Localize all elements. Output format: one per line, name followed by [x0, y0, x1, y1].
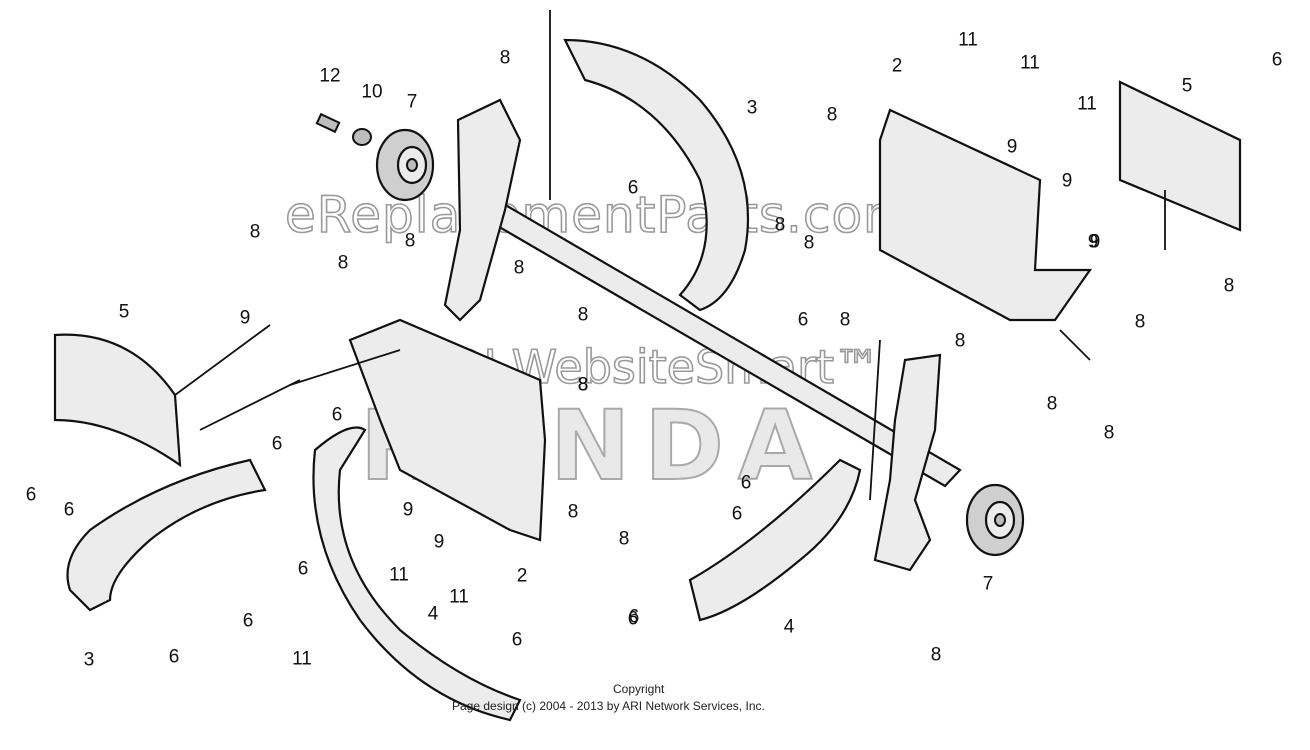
callout-label: 8: [1223, 275, 1235, 297]
callout-label: 11: [449, 586, 469, 608]
callout-label: 7: [982, 573, 994, 595]
lower-right-auger-blade: [688, 458, 862, 622]
callout-label: 9: [1061, 170, 1073, 192]
callout-label: 8: [930, 644, 942, 666]
callout-label: 8: [499, 47, 511, 69]
callout-label: 8: [954, 330, 966, 352]
lower-bearing: [965, 483, 1025, 557]
callout-label: 8: [404, 230, 416, 252]
callout-label: 6: [511, 629, 523, 651]
callout-label: 5: [1181, 75, 1193, 97]
callout-label: 6: [627, 608, 639, 630]
callout-label: 8: [337, 252, 349, 274]
center-housing: [348, 318, 547, 542]
callout-label: 6: [628, 606, 640, 628]
callout-label: 12: [319, 65, 341, 87]
callout-label: 4: [427, 603, 439, 625]
callout-label: 8: [803, 232, 815, 254]
upper-auger-blade: [563, 38, 750, 312]
callout-label: 11: [1077, 93, 1097, 115]
callout-label: 8: [513, 257, 525, 279]
callout-label: 9: [433, 531, 445, 553]
copyright-line-1: Copyright: [613, 682, 665, 696]
copyright-line-2: Page design (c) 2004 - 2013 by ARI Netwo…: [452, 699, 765, 713]
callout-label: 2: [891, 55, 903, 77]
callout-label: 6: [242, 610, 254, 632]
callout-label: 11: [958, 29, 978, 51]
callout-label: 2: [516, 565, 528, 587]
callout-label: 9: [239, 307, 251, 329]
callout-label: 8: [1134, 311, 1146, 333]
callout-label: 6: [297, 558, 309, 580]
callout-label: 6: [797, 309, 809, 331]
lower-left-auger-blade: [66, 458, 267, 612]
callout-label: 11: [389, 564, 409, 586]
callout-label: 6: [331, 404, 343, 426]
callout-label: 8: [839, 309, 851, 331]
callout-label: 6: [740, 472, 752, 494]
callout-label: 6: [1271, 49, 1283, 71]
upper-bearing: [375, 128, 435, 202]
callout-label: 8: [577, 374, 589, 396]
callout-label: 8: [1103, 422, 1115, 444]
callout-label: 8: [618, 528, 630, 550]
callout-label: 3: [83, 649, 95, 671]
callout-label: 8: [567, 501, 579, 523]
callout-label: 7: [406, 91, 418, 113]
callout-label: 9: [402, 499, 414, 521]
callout-label: 6: [627, 177, 639, 199]
right-bracket-arm: [873, 353, 942, 572]
callout-label: 6: [63, 499, 75, 521]
callout-label: 8: [249, 221, 261, 243]
right-scraper-pad: [1118, 80, 1242, 232]
callout-label: 11: [1020, 52, 1040, 74]
left-scraper-pad: [53, 333, 182, 468]
callout-label: 8: [774, 214, 786, 236]
callout-label: 9: [1006, 136, 1018, 158]
callout-label: 10: [361, 81, 383, 103]
callout-label: 6: [731, 503, 743, 525]
bolt: [315, 112, 341, 134]
callout-label: 4: [783, 616, 795, 638]
callout-label: 8: [826, 104, 838, 126]
callout-label: 6: [25, 484, 37, 506]
callout-label: 6: [168, 646, 180, 668]
callout-label: 5: [118, 301, 130, 323]
lower-center-auger-blade: [312, 426, 522, 722]
callout-label: 8: [577, 374, 589, 396]
left-bracket-arm: [443, 98, 522, 322]
callout-label: 8: [577, 304, 589, 326]
callout-label: 6: [271, 433, 283, 455]
top-right-housing: [878, 108, 1093, 322]
callout-label: 8: [1046, 393, 1058, 415]
callout-label: 9: [1087, 231, 1099, 253]
callout-label: 9: [1089, 231, 1101, 253]
callout-label: 11: [292, 648, 312, 670]
callout-label: 3: [746, 97, 758, 119]
washer: [352, 128, 372, 146]
